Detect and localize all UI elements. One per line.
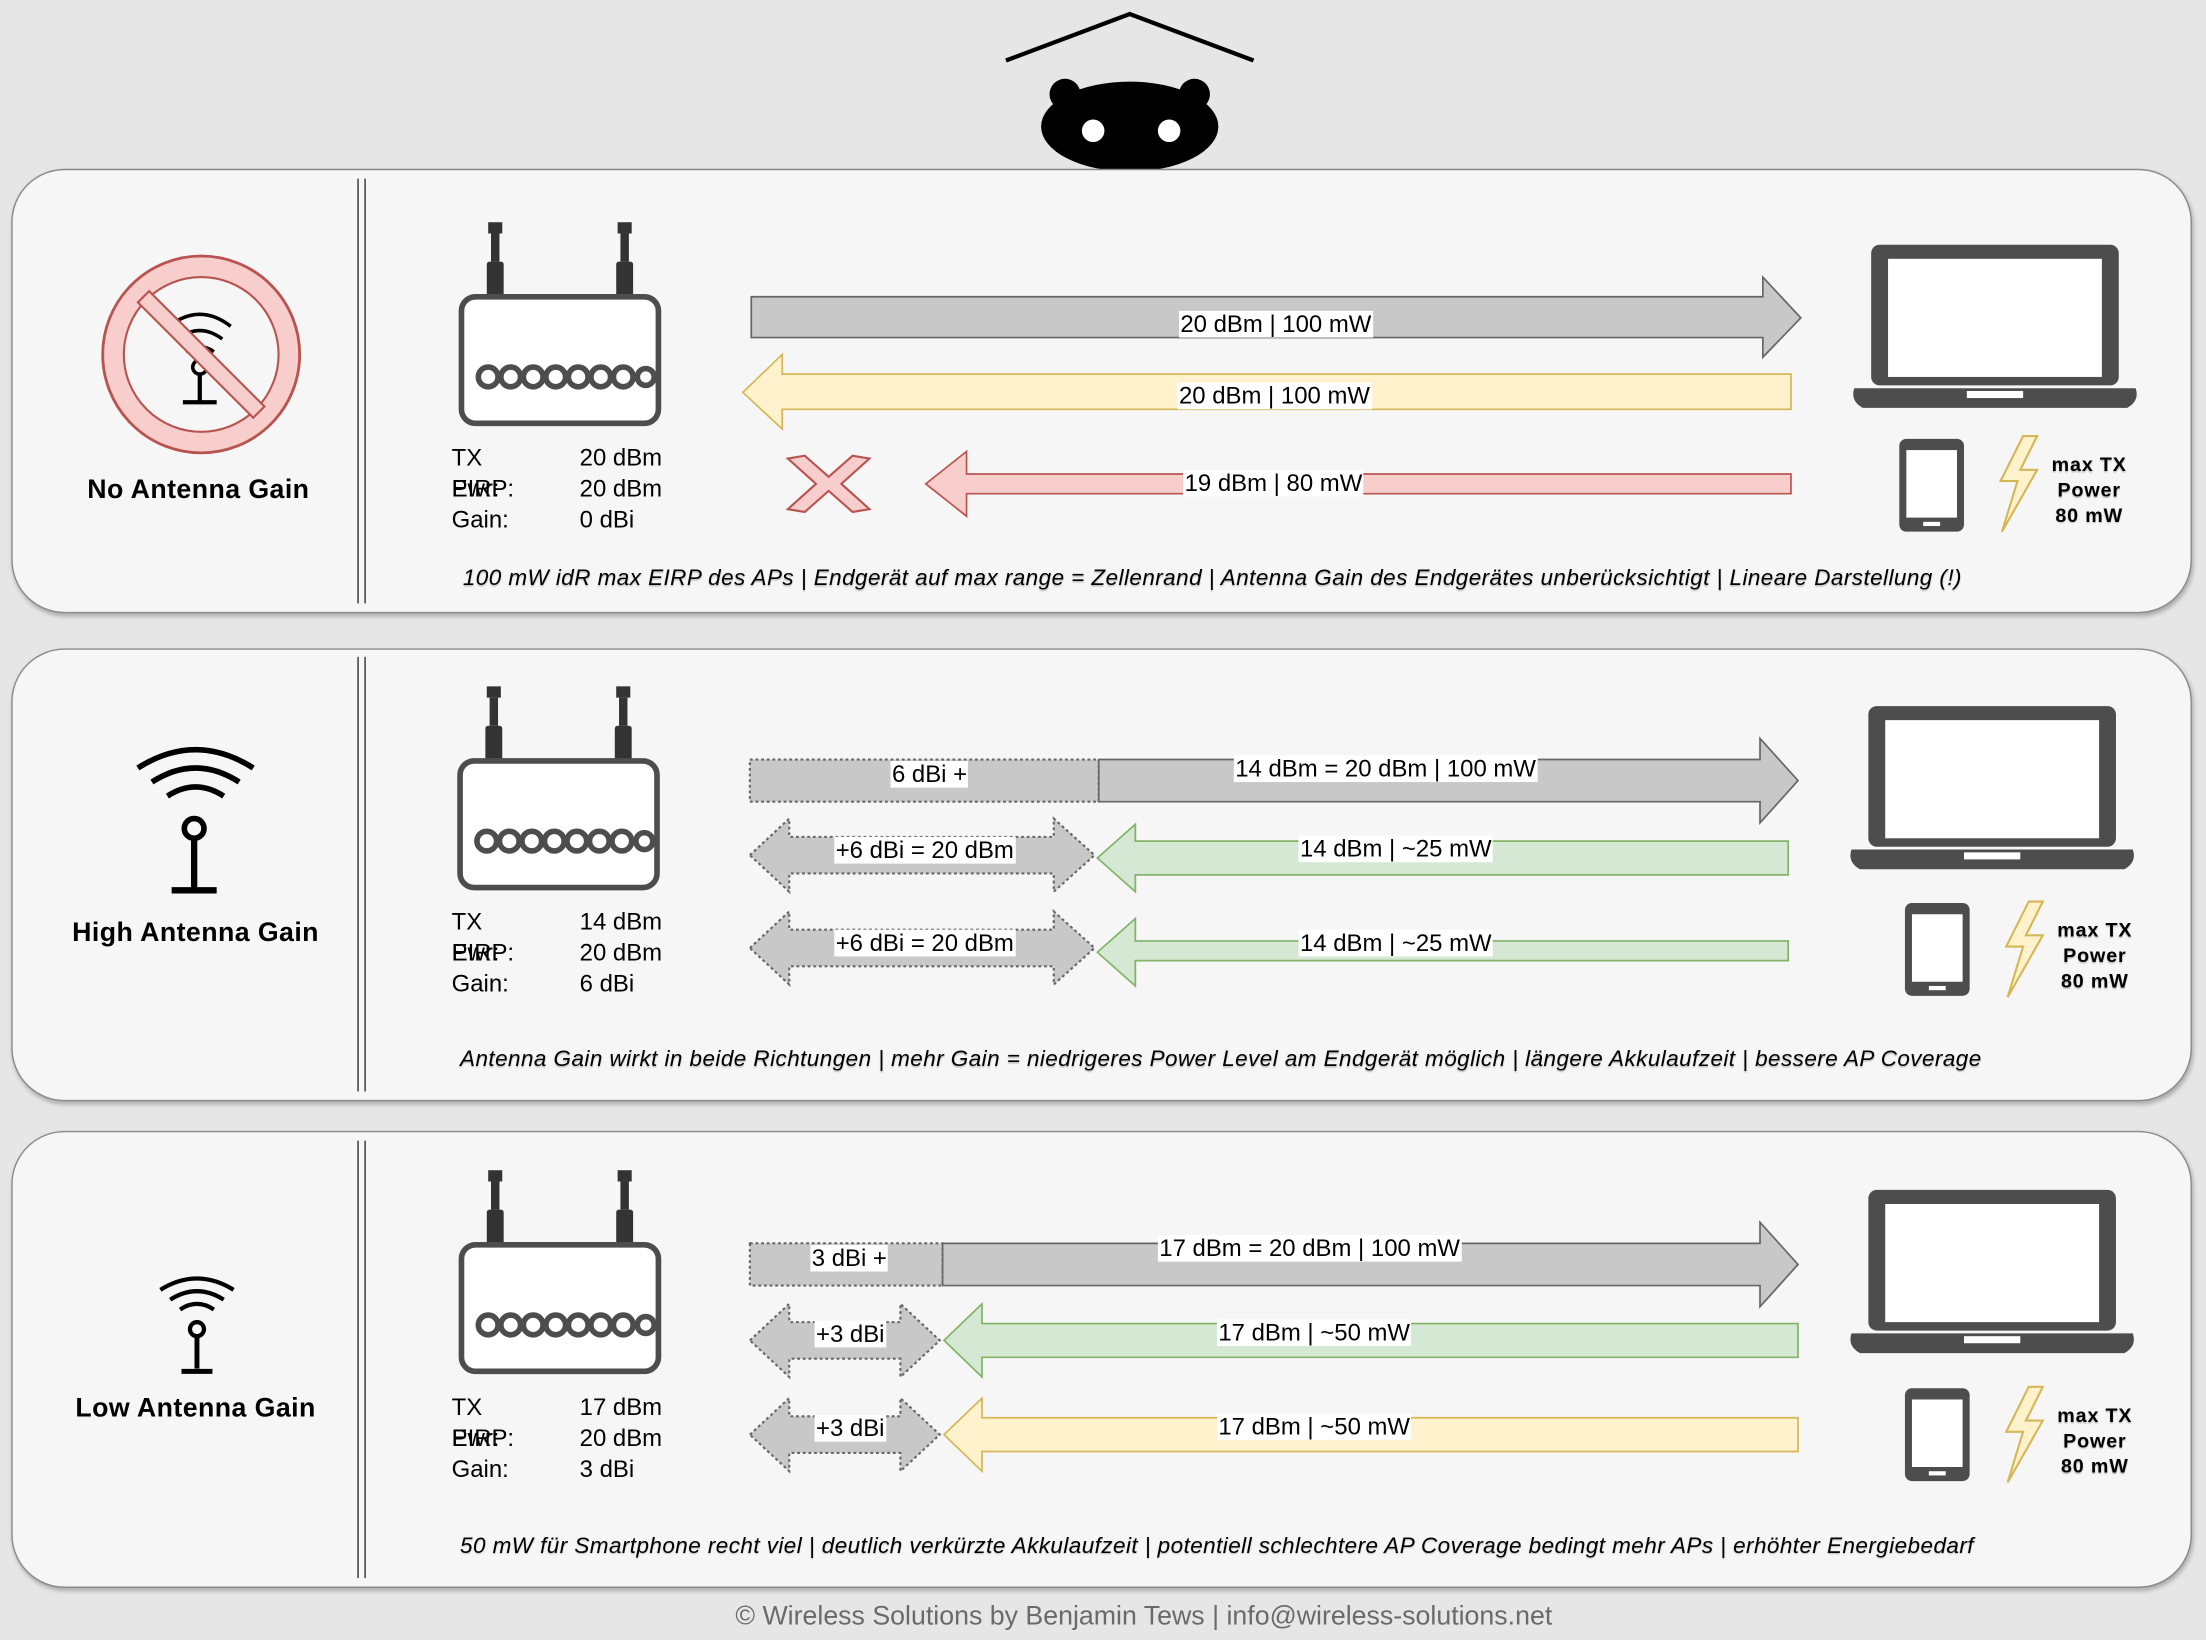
- spec-value: 6 dBi: [579, 970, 635, 998]
- spec-value: 20 dBm: [579, 939, 663, 967]
- max-tx-label: max TX Power 80 mW: [2040, 451, 2138, 527]
- max-tx-line: max TX: [2057, 1403, 2133, 1427]
- panel-note: 100 mW idR max EIRP des APs | Endgerät a…: [462, 566, 1962, 591]
- spec-value: 0 dBi: [579, 506, 635, 534]
- access-point-icon: [457, 686, 660, 891]
- gain-arrow-label: +3 dBi: [814, 1414, 886, 1442]
- smartphone-icon: [1904, 1388, 1970, 1482]
- lightning-icon: [1998, 434, 2039, 533]
- panel-high-antenna-gain: [11, 648, 2192, 1102]
- spec-value: 14 dBm: [579, 908, 663, 936]
- gain-arrow-label: +6 dBi = 20 dBm: [834, 929, 1016, 957]
- no-antenna-icon: [101, 254, 302, 455]
- spec-label: TX Pwr:: [451, 1393, 500, 1452]
- max-tx-label: max TX Power 80 mW: [2046, 1402, 2144, 1478]
- max-tx-line: Power: [2057, 478, 2121, 501]
- max-tx-line: Power: [2063, 943, 2127, 967]
- uplink-label: 17 dBm | ~50 mW: [1216, 1413, 1412, 1441]
- spec-label: Gain:: [451, 506, 509, 534]
- spec-value: 3 dBi: [579, 1455, 635, 1483]
- spec-value: 20 dBm: [579, 444, 663, 472]
- laptop-icon: [1853, 244, 2137, 408]
- downlink-label: 17 dBm = 20 dBm | 100 mW: [1157, 1234, 1462, 1262]
- spec-label: EIRP:: [451, 475, 515, 503]
- spec-label: TX Pwr:: [451, 908, 500, 967]
- spec-label: EIRP:: [451, 1424, 515, 1452]
- panel-divider: [357, 656, 366, 1092]
- uplink-label: 20 dBm | 100 mW: [1177, 382, 1372, 410]
- gain-label: 6 dBi +: [890, 760, 969, 788]
- access-point-icon: [458, 222, 662, 427]
- gain-arrow-label: +3 dBi: [814, 1320, 886, 1348]
- max-tx-line: 80 mW: [2055, 503, 2124, 527]
- spec-value: 20 dBm: [579, 1424, 663, 1452]
- spec-label: TX Pwr:: [451, 444, 500, 503]
- gain-label: 3 dBi +: [810, 1244, 889, 1272]
- failed-uplink-label: 19 dBm | 80 mW: [1183, 469, 1364, 497]
- max-tx-line: 80 mW: [2061, 969, 2129, 992]
- smartphone-icon: [1899, 438, 1965, 532]
- uplink-label: 17 dBm | ~50 mW: [1216, 1319, 1412, 1347]
- access-point-icon: [458, 1170, 662, 1375]
- spec-label: Gain:: [451, 1455, 509, 1483]
- panel-note: Antenna Gain wirkt in beide Richtungen |…: [460, 1047, 1982, 1072]
- panel-title: High Antenna Gain: [72, 918, 319, 948]
- max-tx-label: max TX Power 80 mW: [2046, 917, 2144, 993]
- spec-label: EIRP:: [451, 939, 515, 967]
- spec-value: 17 dBm: [579, 1393, 663, 1421]
- lightning-icon: [2004, 1385, 2045, 1483]
- smartphone-icon: [1904, 902, 1970, 996]
- gain-arrow-label: +6 dBi = 20 dBm: [834, 836, 1016, 864]
- downlink-arrow: [748, 1220, 1800, 1309]
- uplink-label: 14 dBm | ~25 mW: [1298, 929, 1494, 957]
- max-tx-line: 80 mW: [2061, 1454, 2129, 1477]
- failed-icon: [785, 454, 872, 514]
- panel-note: 50 mW für Smartphone recht viel | deutli…: [460, 1534, 1974, 1559]
- high-gain-antenna-icon: [136, 746, 255, 894]
- spec-label: Gain:: [451, 970, 509, 998]
- max-tx-line: max TX: [2051, 452, 2127, 476]
- downlink-label: 14 dBm = 20 dBm | 100 mW: [1233, 755, 1538, 783]
- footer-credit: © Wireless Solutions by Benjamin Tews | …: [735, 1602, 1553, 1632]
- panel-title: No Antenna Gain: [87, 475, 310, 505]
- spec-value: 20 dBm: [579, 475, 663, 503]
- max-tx-line: Power: [2063, 1429, 2127, 1452]
- laptop-icon: [1850, 1189, 2134, 1354]
- panel-divider: [357, 1140, 366, 1579]
- panel-divider: [357, 178, 366, 604]
- downlink-label: 20 dBm | 100 mW: [1178, 310, 1373, 338]
- low-gain-antenna-icon: [159, 1276, 235, 1374]
- panel-low-antenna-gain: [11, 1130, 2192, 1588]
- max-tx-line: max TX: [2057, 918, 2133, 941]
- uplink-label: 14 dBm | ~25 mW: [1298, 835, 1494, 863]
- lightning-icon: [2004, 900, 2045, 998]
- panel-title: Low Antenna Gain: [75, 1393, 316, 1424]
- laptop-icon: [1850, 706, 2134, 870]
